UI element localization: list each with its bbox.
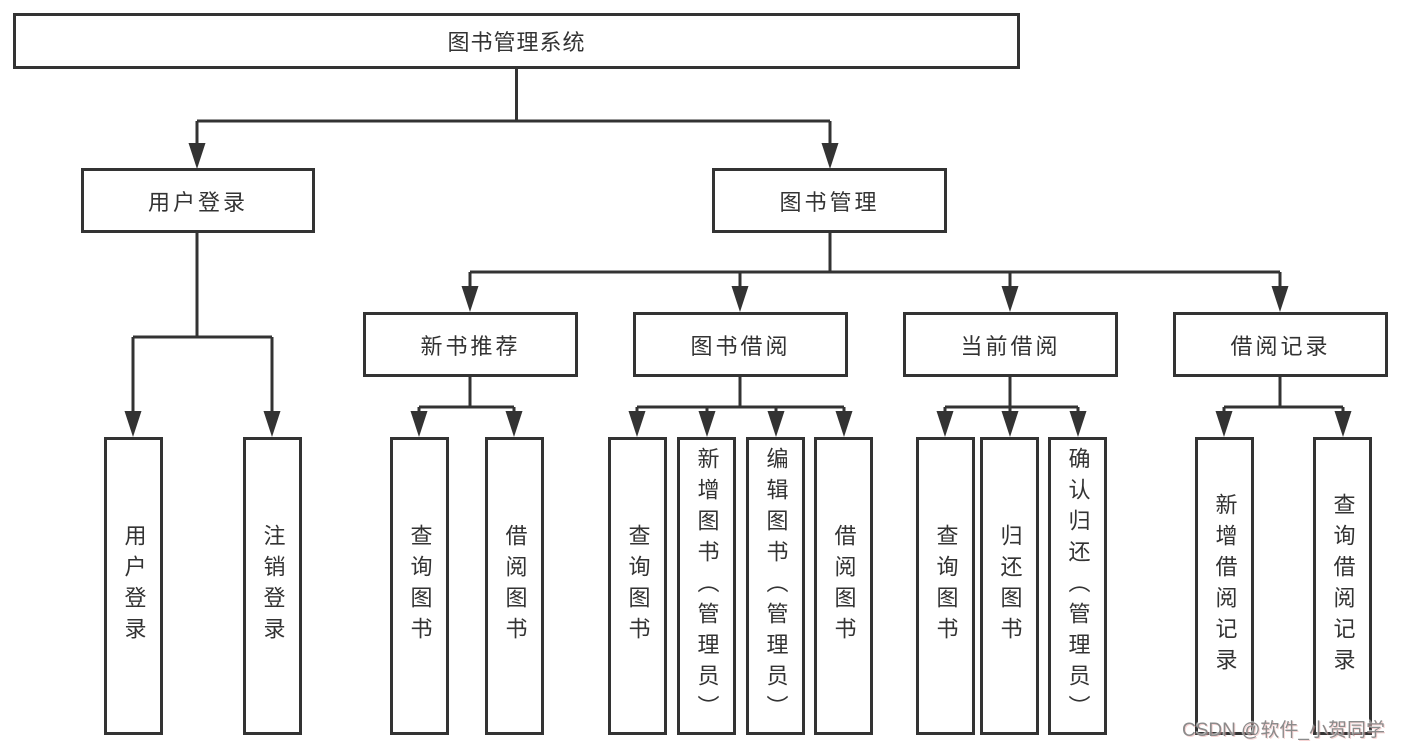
node-leaf-borrow-books-recommend: 借阅图书 — [485, 437, 544, 735]
node-current-borrowing: 当前借阅 — [903, 312, 1118, 377]
node-leaf-return-books: 归还图书 — [980, 437, 1039, 735]
node-leaf-borrow-books: 借阅图书 — [814, 437, 873, 735]
node-leaf-edit-books-admin: 编辑图书（管理员） — [746, 437, 805, 735]
node-leaf-query-borrow-record: 查询借阅记录 — [1313, 437, 1372, 735]
node-leaf-add-borrow-record: 新增借阅记录 — [1195, 437, 1254, 735]
node-borrowing-records: 借阅记录 — [1173, 312, 1388, 377]
node-leaf-confirm-return-admin: 确认归还（管理员） — [1048, 437, 1107, 735]
node-user-login: 用户登录 — [81, 168, 315, 233]
node-leaf-query-books-current: 查询图书 — [916, 437, 975, 735]
watermark-text: CSDN @软件_小贺同学 — [1182, 720, 1385, 741]
node-new-book-recommendation: 新书推荐 — [363, 312, 578, 377]
node-leaf-logout: 注销登录 — [243, 437, 302, 735]
node-leaf-user-login: 用户登录 — [104, 437, 163, 735]
node-leaf-query-books-borrow: 查询图书 — [608, 437, 667, 735]
arrowhead-icons — [124, 143, 1352, 437]
node-library-management-system: 图书管理系统 — [13, 13, 1020, 69]
node-leaf-add-books-admin: 新增图书（管理员） — [677, 437, 736, 735]
node-book-management: 图书管理 — [712, 168, 947, 233]
node-leaf-query-books-recommend: 查询图书 — [390, 437, 449, 735]
node-book-borrowing: 图书借阅 — [633, 312, 848, 377]
